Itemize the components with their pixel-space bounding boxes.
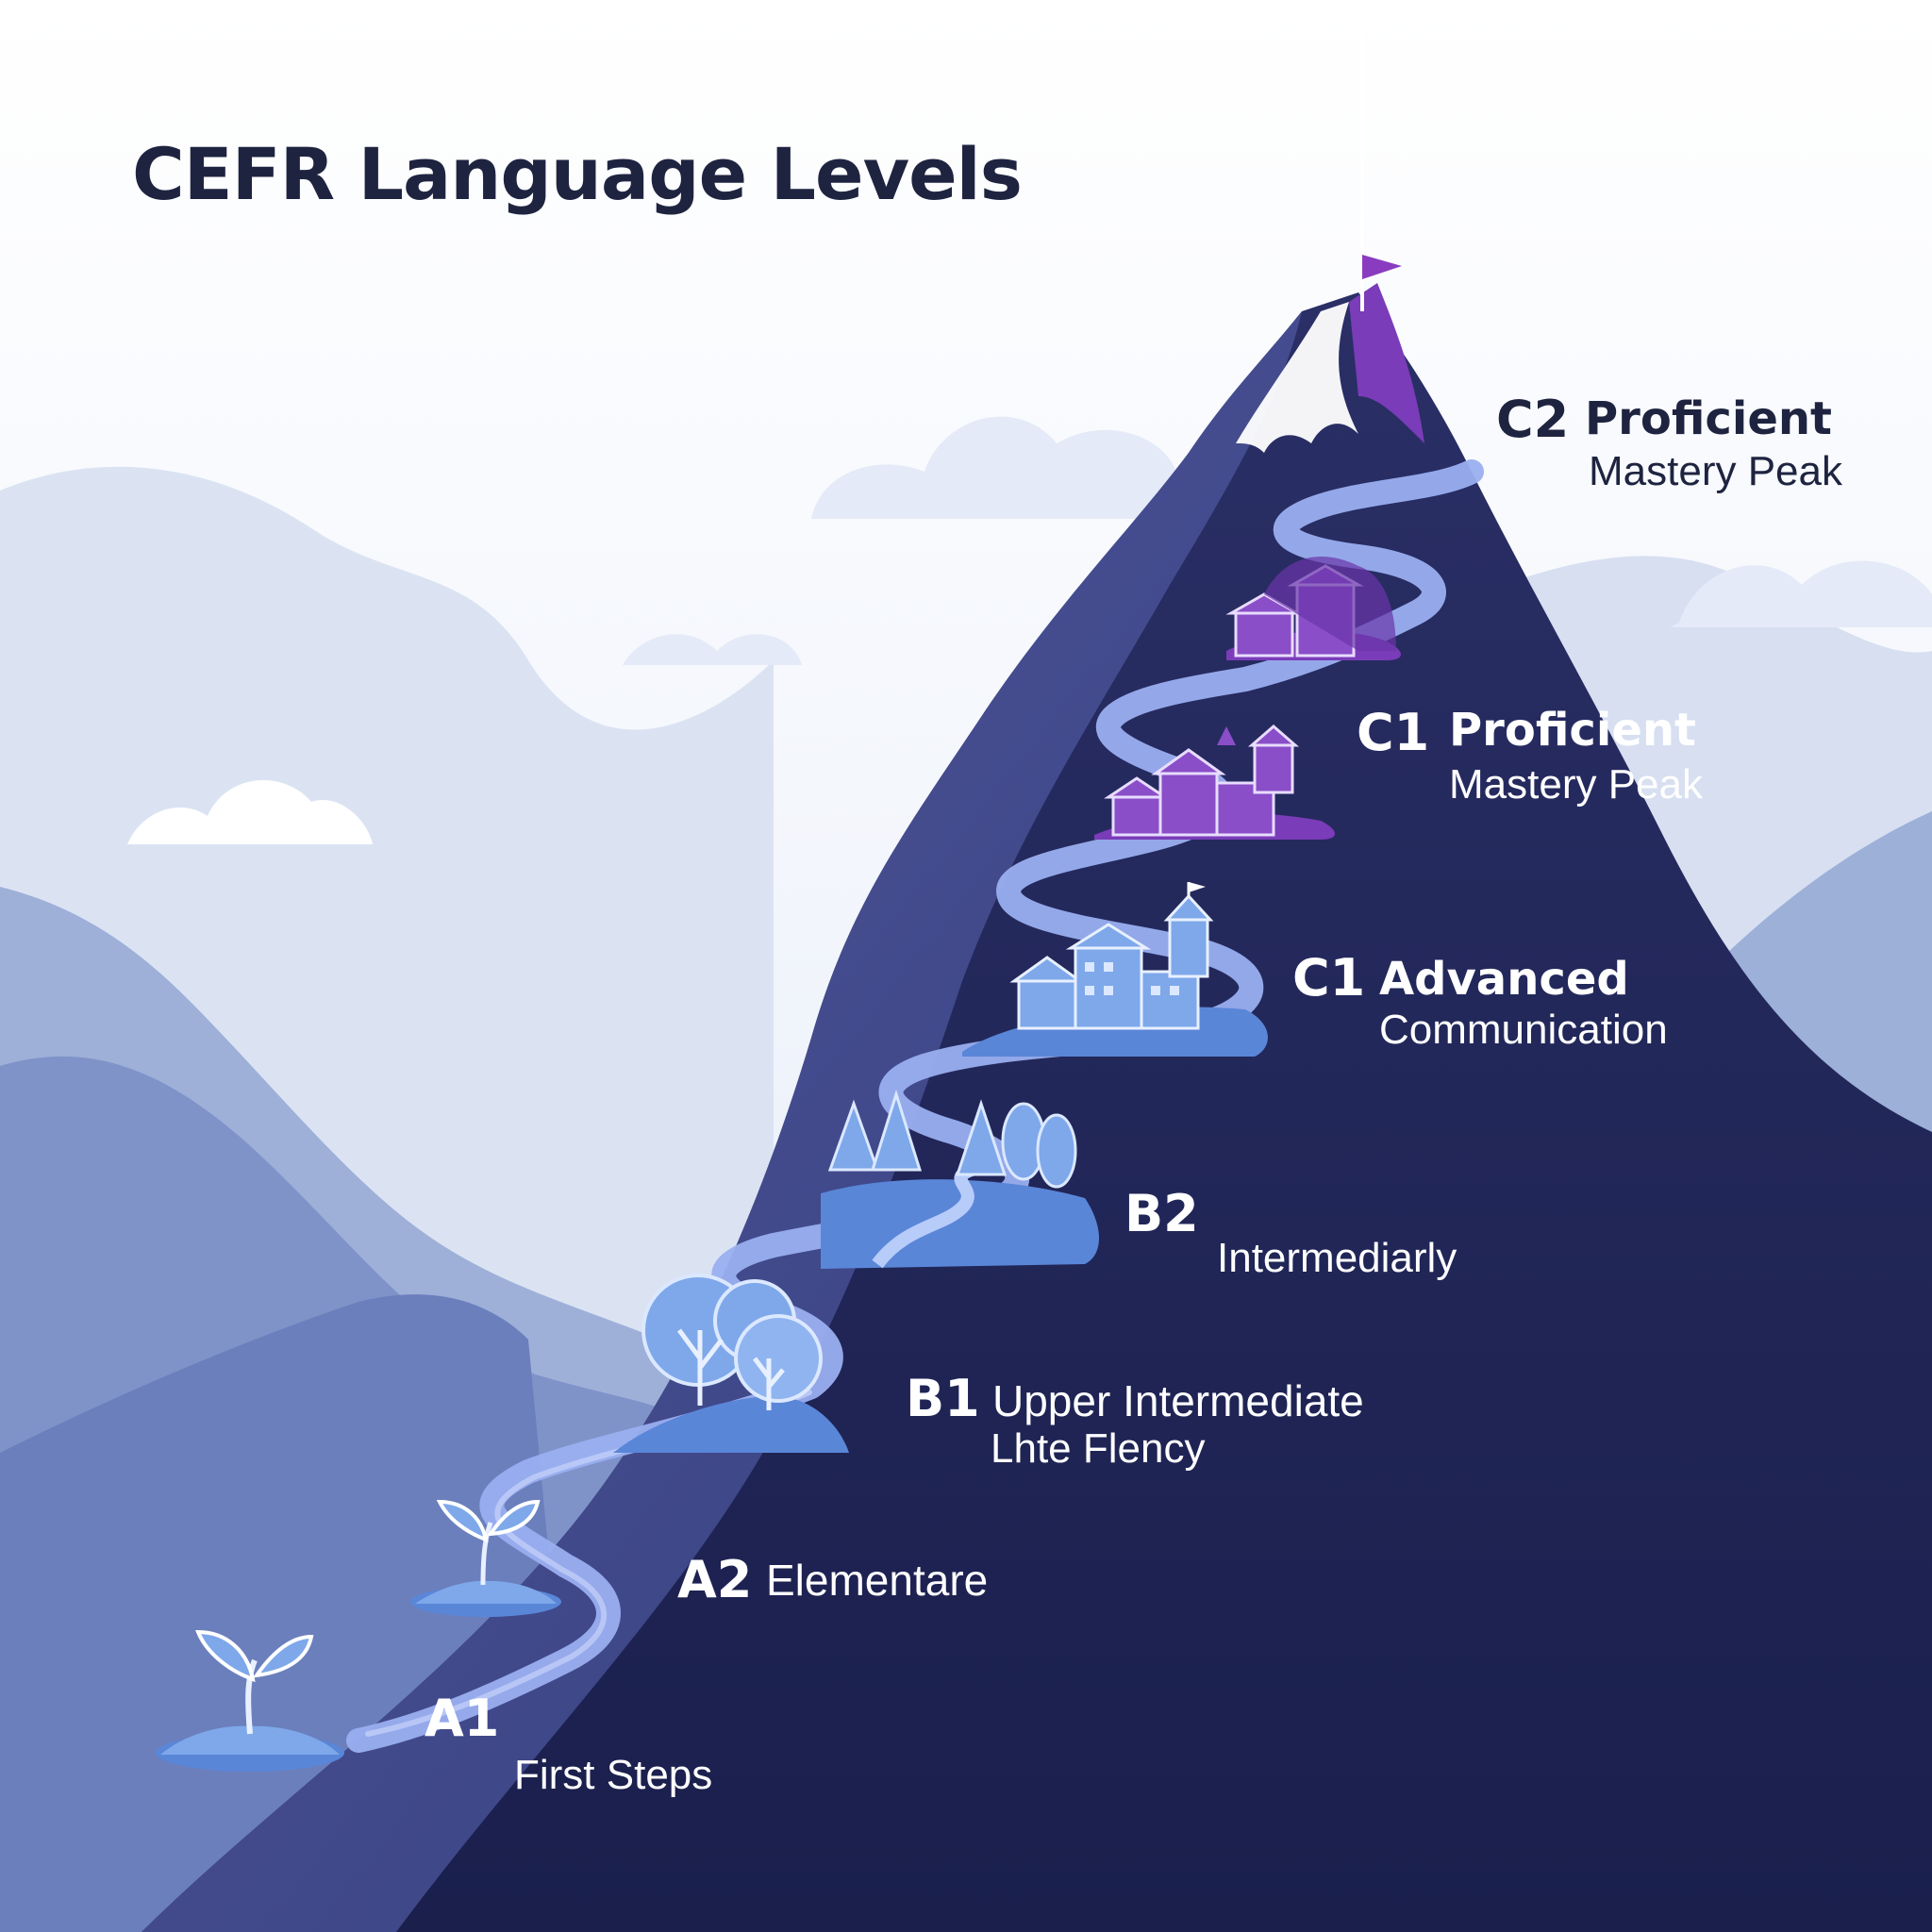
level-name-c2: Proficient [1585, 392, 1832, 445]
level-code-b1: B1 [906, 1369, 980, 1428]
level-code-c2: C2 [1496, 390, 1570, 449]
sprout-icon-a1 [156, 1629, 344, 1772]
level-code-c1-advanced: C1 [1292, 948, 1366, 1008]
level-code-a1: A1 [425, 1689, 500, 1748]
trees-icon-b1 [613, 1274, 849, 1453]
village-icon-c1-advanced [962, 882, 1268, 1057]
level-code-c1-proficient: C1 [1357, 703, 1430, 762]
level-subtitle-c1-advanced: Communication [1379, 1007, 1668, 1053]
mountain-lit-face [142, 311, 1302, 1932]
level-subtitle-c2: Mastery Peak [1589, 448, 1842, 494]
peak-purple [1349, 283, 1424, 443]
level-name-c1-proficient: Proficient [1449, 704, 1696, 757]
clouds [623, 416, 1932, 665]
summit-flag-icon [1360, 0, 1402, 311]
level-name-c1-advanced: Advanced [1379, 953, 1629, 1006]
white-clouds [127, 780, 373, 844]
snow-cap [1236, 302, 1358, 453]
town-icon-c1-proficient [1094, 724, 1335, 840]
level-code-b2: B2 [1124, 1184, 1199, 1243]
upper-town-icon [1225, 557, 1401, 660]
pine-forest-icon-b2 [821, 1089, 1099, 1269]
level-subtitle-b1: Lhte Flency [991, 1425, 1206, 1472]
sprout-icon-a2 [410, 1499, 561, 1617]
level-subtitle-c1-proficient: Mastery Peak [1449, 761, 1703, 808]
level-code-a2: A2 [677, 1550, 753, 1609]
level-name-a2: Elementare [766, 1556, 989, 1605]
level-subtitle-a1: First Steps [514, 1752, 713, 1798]
level-name-b1: Upper Intermediate [992, 1376, 1364, 1425]
level-subtitle-b2: Intermediarly [1217, 1235, 1457, 1281]
page-title: CEFR Language Levels [132, 132, 1023, 216]
